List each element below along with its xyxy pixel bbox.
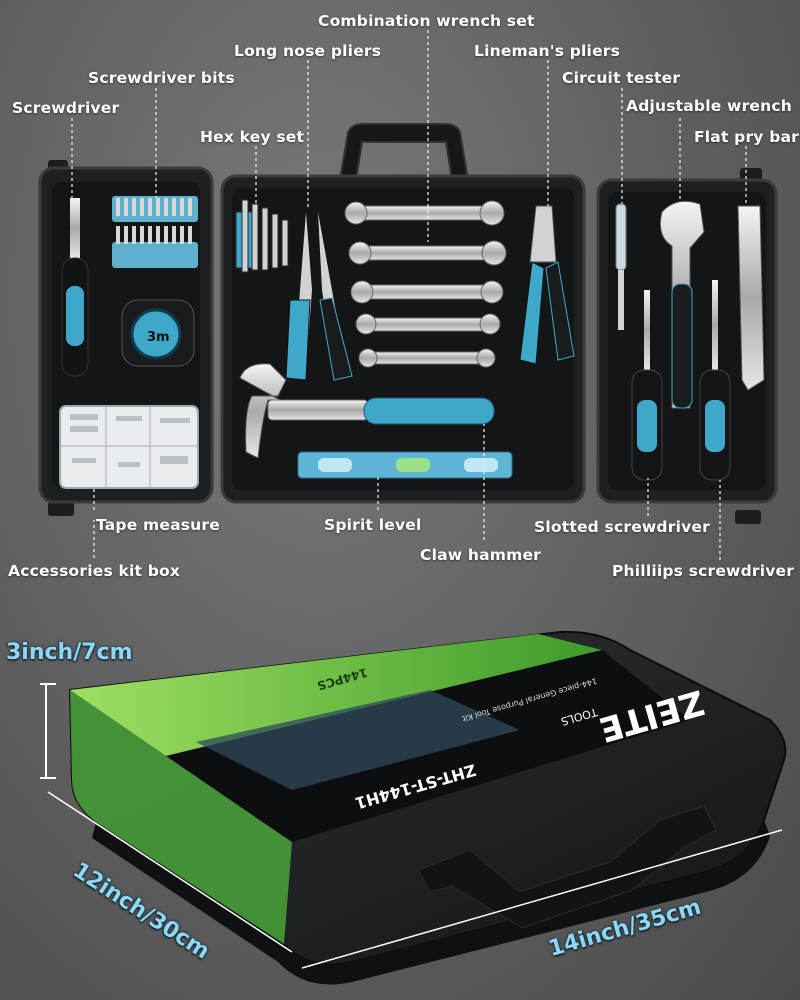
- label-combination-wrench-set: Combination wrench set: [318, 12, 535, 30]
- label-slotted-screwdriver: Slotted screwdriver: [534, 518, 710, 536]
- accessories-box: [59, 405, 199, 489]
- screwdriver-tool: [61, 198, 89, 377]
- label-phillips-screwdriver: Philliips screwdriver: [612, 562, 795, 580]
- label-screwdriver: Screwdriver: [12, 99, 120, 117]
- label-screwdriver-bits: Screwdriver bits: [88, 69, 235, 87]
- long-nose-pliers: [285, 212, 353, 381]
- slotted-screwdriver-tool: [631, 290, 663, 481]
- tape-measure-tool: 3m: [121, 299, 195, 367]
- label-linemans-pliers: Lineman's pliers: [474, 42, 621, 60]
- flat-pry-bar: [737, 205, 765, 391]
- label-hex-key-set: Hex key set: [200, 128, 305, 146]
- label-circuit-tester: Circuit tester: [562, 69, 681, 87]
- label-long-nose-pliers: Long nose pliers: [234, 42, 382, 60]
- hex-key-set: [235, 199, 289, 273]
- tape-measure-label: 3m: [147, 330, 170, 345]
- screwdriver-bits: [112, 196, 198, 268]
- combination-wrench-set: [344, 200, 507, 368]
- spirit-level: [297, 451, 513, 479]
- claw-hammer: [239, 363, 495, 459]
- label-adjustable-wrench: Adjustable wrench: [626, 97, 792, 115]
- label-flat-pry-bar: Flat pry bar: [694, 128, 800, 146]
- callout-leader-lines: [71, 30, 747, 560]
- phillips-screwdriver-tool: [699, 280, 731, 481]
- circuit-tester: [615, 203, 627, 330]
- open-tool-case: 3m: [38, 123, 778, 524]
- label-claw-hammer: Claw hammer: [420, 546, 542, 564]
- dimension-height: 3inch/7cm: [6, 640, 133, 665]
- label-tape-measure: Tape measure: [96, 516, 220, 534]
- label-spirit-level: Spirit level: [324, 516, 422, 534]
- adjustable-wrench: [659, 200, 705, 409]
- closed-tool-case: [40, 630, 787, 985]
- linemans-pliers: [519, 205, 575, 365]
- label-accessories-kit-box: Accessories kit box: [8, 562, 181, 580]
